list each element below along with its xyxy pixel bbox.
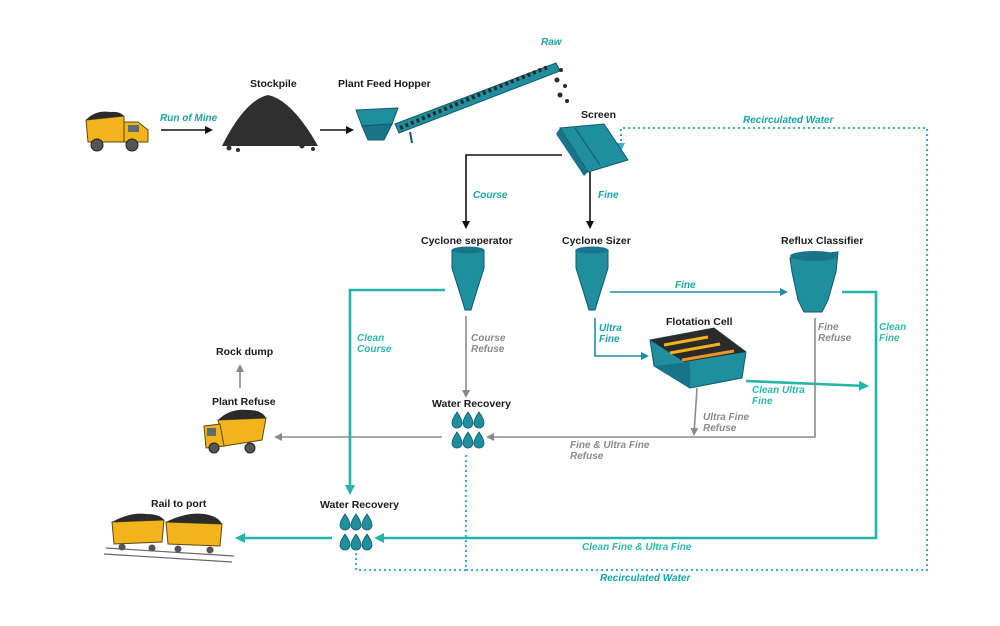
label-course-refuse-line1: Course	[471, 333, 506, 344]
label-fine-refuse-line2: Refuse	[818, 332, 852, 344]
flow-clean-course	[345, 288, 445, 495]
label-fine-ultra-fine-refuse-line1: Fine & Ultra Fine	[570, 440, 650, 451]
flow-clean-ultra-fine	[745, 379, 869, 391]
label-ultra-fine-refuse: Ultra Fine Refuse	[703, 412, 750, 434]
flow-fine-refuse	[486, 318, 816, 441]
label-cyclone-sizer: Cyclone Sizer	[562, 235, 631, 247]
label-water-recovery-2: Water Recovery	[320, 499, 399, 511]
label-recirculated-water-bottom: Recirculated Water	[600, 573, 691, 584]
label-course: Course	[473, 190, 508, 201]
label-clean-fine: Clean Fine	[879, 322, 907, 344]
label-rock-dump: Rock dump	[216, 346, 274, 358]
label-stockpile: Stockpile	[250, 78, 297, 90]
label-fine-sizer: Fine	[675, 280, 696, 291]
flotation-cell-icon	[649, 327, 747, 389]
stockpile-icon	[222, 95, 318, 152]
label-course-refuse-line2: Refuse	[471, 343, 505, 355]
label-ultra-fine-line2: Fine	[599, 333, 620, 345]
label-fine-refuse: Fine Refuse	[818, 322, 852, 344]
truck-icon	[203, 409, 267, 454]
label-cyclone-separator: Cyclone seperator	[421, 235, 513, 247]
recirculated-water-line	[355, 455, 467, 571]
label-clean-course: Clean Course	[357, 333, 392, 355]
label-recirculated-water-top: Recirculated Water	[743, 115, 834, 126]
label-fine-screen: Fine	[598, 190, 619, 201]
label-clean-course-line2: Course	[357, 343, 392, 355]
label-ultra-fine-refuse-line1: Ultra Fine	[703, 412, 750, 423]
label-flotation-cell: Flotation Cell	[666, 316, 733, 328]
label-fine-ultra-fine-refuse-line2: Refuse	[570, 450, 604, 462]
label-course-refuse: Course Refuse	[471, 333, 506, 355]
label-ultra-fine-line1: Ultra	[599, 323, 622, 334]
label-clean-course-line1: Clean	[357, 333, 385, 344]
label-raw: Raw	[541, 37, 562, 48]
reflux-classifier-icon	[789, 251, 839, 313]
label-clean-fine-ultra-fine: Clean Fine & Ultra Fine	[582, 542, 692, 553]
label-reflux-classifier: Reflux Classifier	[781, 235, 864, 247]
screen-icon	[556, 123, 629, 176]
label-ultra-fine: Ultra Fine	[599, 323, 622, 345]
label-fine-refuse-line1: Fine	[818, 322, 839, 333]
water-drops-icon	[339, 513, 373, 551]
water-drops-icon	[451, 411, 485, 449]
hopper-conveyor-icon	[355, 62, 569, 144]
label-run-of-mine: Run of Mine	[160, 113, 218, 124]
label-plant-feed-hopper: Plant Feed Hopper	[338, 78, 431, 90]
label-clean-ultra-fine-line1: Clean Ultra	[752, 385, 805, 396]
arrow-course	[462, 154, 562, 229]
label-rail-to-port: Rail to port	[151, 498, 207, 510]
flow-ultra-fine-refuse	[690, 387, 699, 436]
flow-clean-fine	[374, 290, 878, 543]
label-screen: Screen	[581, 109, 617, 121]
label-plant-refuse: Plant Refuse	[212, 396, 276, 408]
label-clean-ultra-fine-line2: Fine	[752, 395, 773, 407]
label-clean-fine-line2: Fine	[879, 332, 900, 344]
train-icon	[103, 513, 235, 563]
arrow-ultra-fine	[594, 318, 649, 360]
label-ultra-fine-refuse-line2: Refuse	[703, 422, 737, 434]
cyclone-icon	[575, 246, 609, 311]
label-clean-ultra-fine: Clean Ultra Fine	[752, 385, 805, 407]
label-fine-ultra-fine-refuse: Fine & Ultra Fine Refuse	[570, 440, 650, 462]
cyclone-icon	[451, 246, 485, 311]
truck-icon	[85, 111, 149, 152]
label-water-recovery-1: Water Recovery	[432, 398, 511, 410]
recirculated-water-loop	[466, 127, 928, 571]
label-clean-fine-line1: Clean	[879, 322, 907, 333]
